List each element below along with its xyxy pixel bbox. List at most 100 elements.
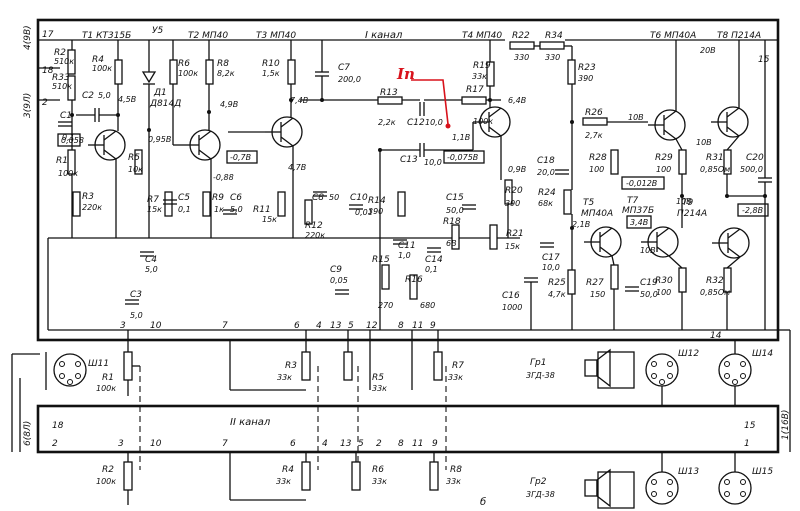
- c4-label: C4: [145, 255, 157, 265]
- pin-9: 9: [430, 321, 436, 331]
- power-rails: [38, 39, 778, 331]
- transistor-t7: [641, 226, 679, 258]
- c14-value: 0,1: [425, 265, 438, 274]
- t7-label: T7: [627, 196, 638, 206]
- pot-r3: [229, 330, 311, 391]
- pin-3: 3: [120, 321, 126, 331]
- r22-value: 330: [514, 53, 529, 62]
- pin-8: 8: [398, 321, 404, 331]
- r5-label: R5: [128, 153, 140, 163]
- r4-label: R4: [92, 55, 104, 65]
- r3-label: R3: [82, 192, 94, 202]
- pot-r6-value: 33к: [372, 477, 387, 486]
- pin2-6: 6: [290, 439, 296, 449]
- voltage-3-4: 3,4В: [630, 218, 648, 227]
- r28-label: R28: [589, 153, 607, 163]
- pin-17: 17: [42, 30, 54, 40]
- r8-value: 8,2к: [217, 69, 235, 78]
- connector-sh15: [718, 471, 752, 505]
- resistor-labels: R2 510к R33 510к R4 100к R6 100к R8 8,2к…: [52, 31, 730, 310]
- r7-label: R7: [147, 195, 159, 205]
- ganged-links: [139, 366, 447, 470]
- t8-label: T8 П214А: [717, 31, 761, 41]
- pin-2: 2: [42, 98, 48, 108]
- c3-value: 5,0: [130, 311, 143, 320]
- pot-r7-value: 33к: [448, 373, 463, 382]
- pot-r5: [343, 330, 371, 390]
- pin-13: 13: [330, 321, 342, 331]
- r25-label: R25: [548, 278, 566, 288]
- sh15-label: Ш15: [752, 467, 773, 477]
- c3-label: C3: [130, 290, 142, 300]
- pin-11: 11: [412, 321, 423, 331]
- r15-label: R15: [372, 255, 390, 265]
- voltage-neg-0-7: -0,7В: [230, 153, 251, 162]
- pin-7: 7: [222, 321, 228, 331]
- voltage-4-9: 4,9В: [220, 100, 238, 109]
- c19-label: C19: [640, 278, 658, 288]
- transistor-t4: [473, 106, 511, 138]
- pot-r2-value: 100к: [96, 477, 116, 486]
- pin-15: 15: [758, 55, 770, 65]
- pin-18: 18: [42, 66, 54, 76]
- pot-r8: [429, 452, 439, 491]
- pot-r6-label: R6: [372, 465, 384, 475]
- connector-sh13: [645, 471, 679, 505]
- r12-value: 220к: [305, 231, 325, 240]
- pin-5: 5: [348, 321, 354, 331]
- voltage-neg-0-012: -0,012В: [626, 179, 657, 188]
- r10-value: 1,5к: [262, 69, 280, 78]
- c2-value: 5,0: [98, 91, 111, 100]
- r29-value: 100: [656, 165, 671, 174]
- c7-label: C7: [338, 63, 350, 73]
- c16-label: C16: [502, 291, 520, 301]
- r16-label: R16: [405, 275, 423, 285]
- speaker-gr1: [584, 348, 635, 389]
- r1-label: R1: [56, 156, 68, 166]
- c6-value: 5,0: [230, 205, 243, 214]
- gr1-label: Гр1: [530, 358, 546, 368]
- voltage-7-4: 7,4В: [290, 96, 308, 105]
- speaker-gr2: [584, 468, 635, 509]
- channel-1-board: [36, 18, 780, 342]
- transistor-t9: [712, 227, 750, 259]
- r14-label: R14: [368, 196, 386, 206]
- c17-label: C17: [542, 253, 560, 263]
- pin-4: 4: [316, 321, 322, 331]
- t4-label: T4 МП40: [462, 31, 502, 41]
- c15-value: 50,0: [446, 206, 464, 215]
- c13-value: 10,0: [424, 158, 442, 167]
- pot-r3-label: R3: [285, 361, 297, 371]
- voltage-neg-0-075: -0,075В: [447, 153, 478, 162]
- c10-value: 0,01: [355, 208, 373, 217]
- r32-label: R32: [706, 276, 724, 286]
- voltage-boxes: [57, 133, 769, 229]
- transistor-t5: [584, 226, 622, 258]
- board-pins-top: 17 18 2 15 3 10 7 6 4 13 5 12 8 11 9 14: [42, 30, 770, 341]
- r13-value: 2,2к: [378, 118, 396, 127]
- t6-label: T6 МП40А: [650, 31, 696, 41]
- pin2-2b: 2: [376, 439, 382, 449]
- r19-value: 33к: [472, 72, 487, 81]
- r23-value: 390: [578, 74, 593, 83]
- r12-label: R12: [305, 221, 323, 231]
- r2-value: 510к: [54, 57, 74, 66]
- pot-r4-label: R4: [282, 465, 294, 475]
- pin2-10: 10: [150, 439, 162, 449]
- channel-1-title: I канал: [365, 30, 403, 41]
- pot-r2: [123, 452, 133, 505]
- r27-value: 150: [590, 290, 605, 299]
- interior-wiring: [71, 40, 766, 330]
- r22-label: R22: [512, 31, 530, 41]
- d1-type: Д814Д: [149, 99, 181, 109]
- capacitor-plates: [58, 71, 772, 305]
- transistor-t1: [88, 129, 126, 161]
- t5-label: T5: [583, 198, 594, 208]
- transistor-t6: [648, 109, 686, 141]
- c4-value: 5,0: [145, 265, 158, 274]
- r20-value: 390: [505, 199, 520, 208]
- r26-value: 2,7к: [585, 131, 603, 140]
- sh14-label: Ш14: [752, 349, 773, 359]
- r10-label: R10: [262, 59, 280, 69]
